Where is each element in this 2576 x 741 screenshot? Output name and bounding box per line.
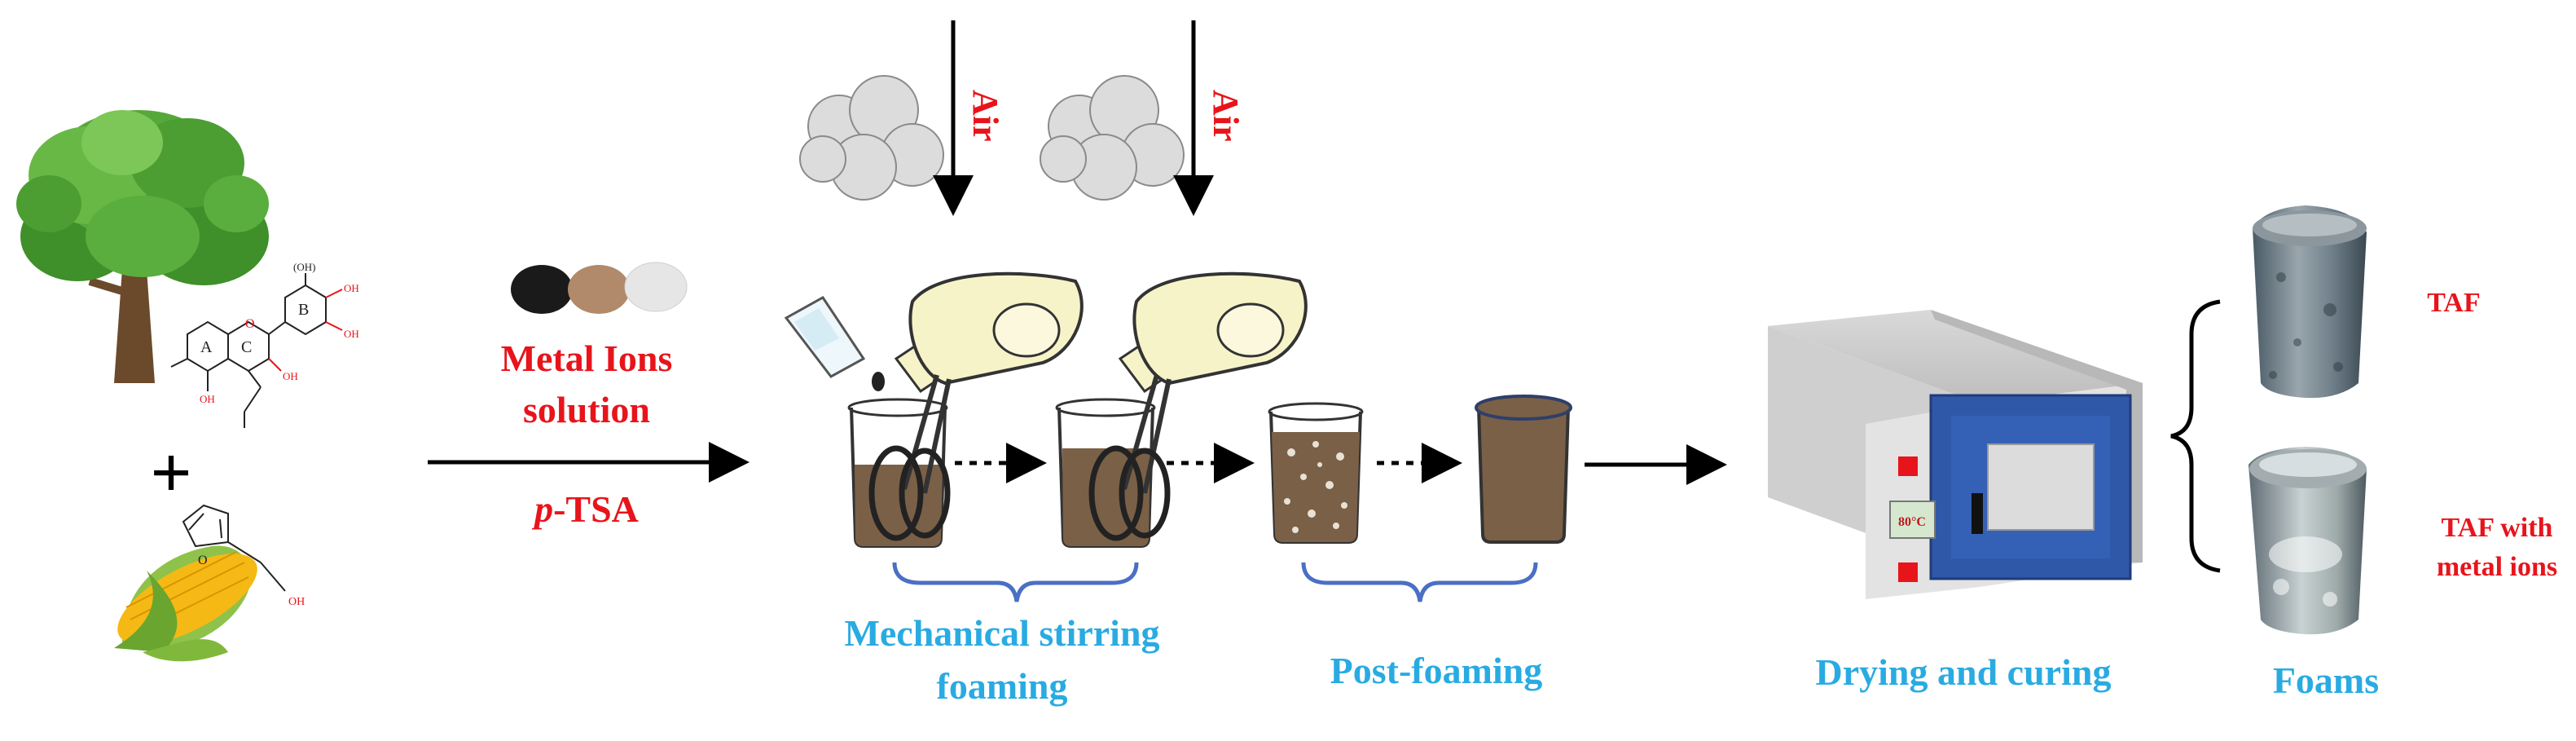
beaker-3 <box>1268 402 1364 544</box>
furan-oxygen-label: O <box>198 554 208 567</box>
products-brace <box>2170 299 2221 573</box>
oven-icon <box>1768 310 2143 599</box>
metal-powder-samples <box>511 262 688 314</box>
foam-sample-taf <box>2253 205 2367 399</box>
catalyst-label: p-TSA <box>531 488 639 530</box>
reagent-label-line1: Metal Ions <box>501 337 673 379</box>
post-foaming-brace <box>1301 562 1538 602</box>
air-label-1: Air <box>965 90 1005 142</box>
oh-label-b2: OH <box>344 328 359 340</box>
air-cloud-1 <box>799 75 944 201</box>
ring-oxygen-label: O <box>245 317 255 331</box>
stirring-brace <box>892 562 1139 602</box>
hand-mixer-2 <box>1088 271 1308 541</box>
corn-icon <box>114 545 257 662</box>
post-foaming-label: Post-foaming <box>1330 650 1543 691</box>
reagent-label-line2: solution <box>523 389 650 430</box>
ring-a-label: A <box>200 338 213 356</box>
oh-label-a: OH <box>200 393 215 405</box>
stirring-label-line1: Mechanical stirring <box>844 612 1159 654</box>
beaker-4 <box>1475 395 1572 544</box>
oven-temp-display: 80°C <box>1898 515 1926 529</box>
oh-paren-label: (OH) <box>293 261 315 273</box>
air-label-2: Air <box>1206 90 1246 142</box>
ring-b-label: B <box>298 301 309 319</box>
tree-icon <box>16 110 269 383</box>
product-label-taf-metal-line2: metal ions <box>2437 552 2557 582</box>
plus-sign: + <box>150 433 191 514</box>
hand-mixer-1 <box>868 271 1084 541</box>
foam-sample-taf-metal <box>2249 447 2367 635</box>
furfuryl-alcohol-structure <box>182 504 286 592</box>
stirring-label-line2: foaming <box>937 665 1068 707</box>
product-label-taf-metal-line1: TAF with <box>2442 513 2553 543</box>
foams-label: Foams <box>2273 659 2379 701</box>
drying-label: Drying and curing <box>1816 651 2112 693</box>
product-label-taf: TAF <box>2427 288 2480 318</box>
air-cloud-2 <box>1040 75 1185 201</box>
pouring-cup-icon <box>784 296 885 391</box>
tannin-structure <box>170 273 343 428</box>
oh-label-c: OH <box>283 370 298 382</box>
oh-label-b1: OH <box>344 282 359 294</box>
furfuryl-oh-label: OH <box>288 596 305 608</box>
beaker-1 <box>847 398 948 548</box>
ring-c-label: C <box>241 338 252 356</box>
